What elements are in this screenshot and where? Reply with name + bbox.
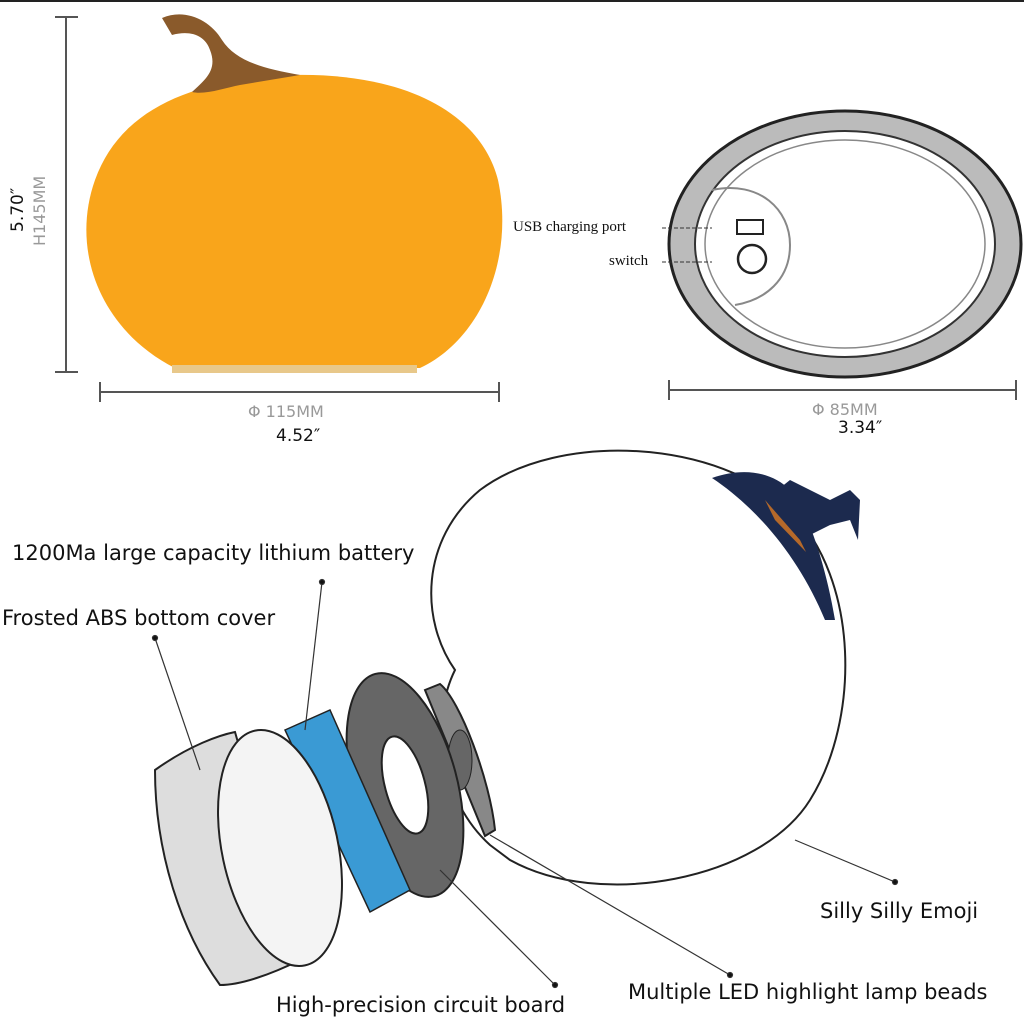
emoji-label: Silly Silly Emoji — [820, 899, 979, 923]
pumpkin-lamp — [86, 14, 503, 373]
battery — [283, 709, 411, 914]
cover-label: Frosted ABS bottom cover — [2, 606, 276, 630]
base-mm: Φ 85MM — [812, 400, 878, 419]
battery-label: 1200Ma large capacity lithium battery — [12, 541, 415, 565]
width-dimension-line — [99, 382, 500, 402]
usb-port-icon — [736, 219, 764, 235]
base-inches: 3.34″ — [838, 418, 883, 438]
height-dimension-line — [55, 16, 78, 373]
bottom-cover — [153, 729, 343, 987]
pumpkin-stem — [162, 14, 300, 93]
height-inches: 5.70″ — [8, 187, 28, 232]
switch-icon — [736, 243, 768, 275]
led-label: Multiple LED highlight lamp beads — [628, 980, 988, 1004]
bottom-view — [662, 109, 1023, 379]
lamp-globe — [430, 449, 860, 886]
base-dimension-line — [668, 380, 1017, 400]
circuit-label: High-precision circuit board — [276, 993, 566, 1017]
leader-lines — [151, 578, 899, 989]
height-mm: H145MM — [30, 175, 49, 246]
width-inches: 4.52″ — [276, 426, 321, 446]
width-mm: Φ 115MM — [248, 402, 324, 421]
usb-port-label: USB charging port — [513, 219, 627, 235]
switch-label: switch — [609, 253, 649, 269]
